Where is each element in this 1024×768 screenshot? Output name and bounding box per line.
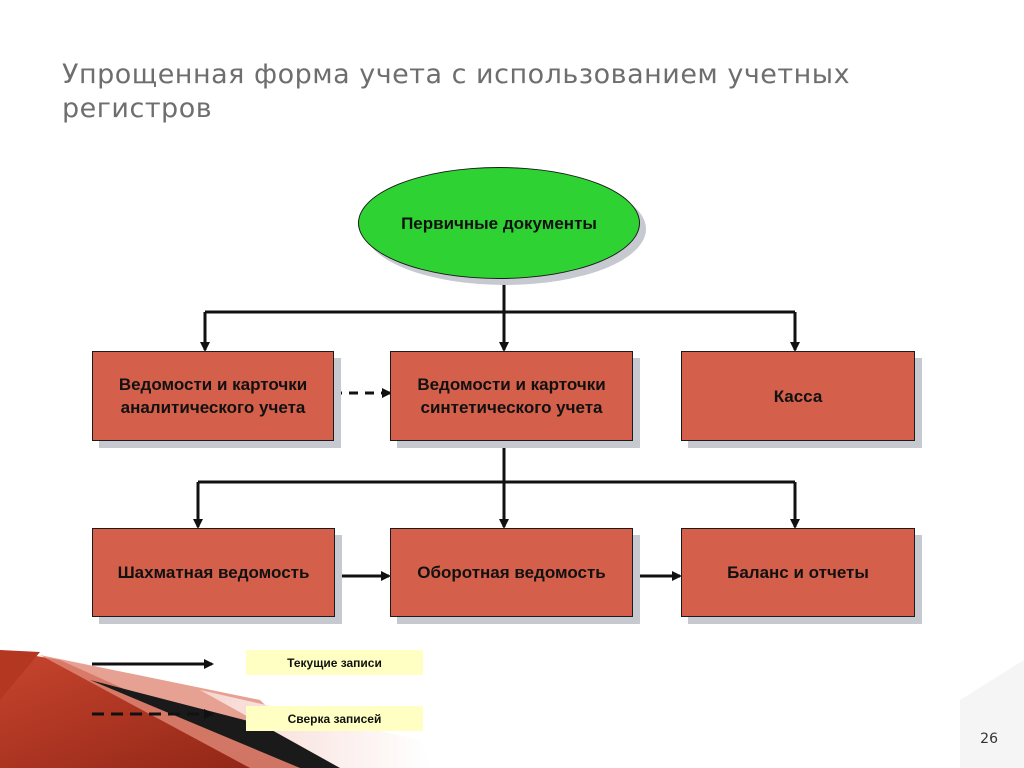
slide-title: Упрощенная форма учета с использованием …: [62, 59, 851, 124]
legend-reconciliation: Сверка записей: [246, 706, 423, 731]
node-turnover-statement: Оборотная ведомость: [390, 528, 633, 617]
node-synthetic-ledgers: Ведомости и карточки синтетического учет…: [390, 351, 633, 441]
legend-current-records: Текущие записи: [246, 650, 423, 675]
node-primary-documents: Первичные документы: [358, 167, 640, 279]
node-balance-reports: Баланс и отчеты: [681, 528, 915, 617]
node-cash: Касса: [681, 351, 915, 441]
node-analytic-ledgers: Ведомости и карточки аналитического учет…: [92, 351, 334, 441]
node-chess-statement: Шахматная ведомость: [92, 528, 335, 617]
page-number: 26: [980, 731, 998, 747]
